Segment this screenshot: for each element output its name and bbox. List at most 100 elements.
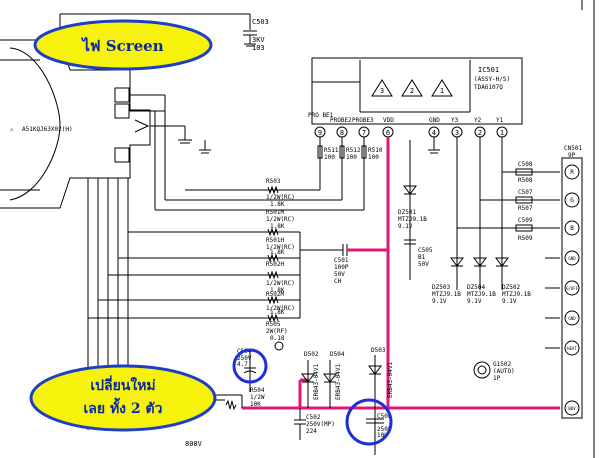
- dz504-ref: DZ504: [467, 284, 485, 291]
- pin-name-4: GND: [429, 117, 440, 124]
- r502h-ref: R502H: [266, 261, 284, 268]
- connector-pin-4: [564, 280, 580, 296]
- c501: C501 100P 50V CH: [300, 244, 349, 285]
- d504-part: ERB43-04V1: [335, 363, 342, 400]
- connector-pin-label-2: B: [570, 225, 574, 232]
- connector-pin-0: [564, 164, 580, 180]
- callout-replace-line1: เปลี่ยนใหม่: [90, 375, 155, 394]
- c502-ref: C502: [306, 414, 321, 421]
- crt-label: A51KQJ63X02(H): [22, 126, 73, 133]
- r502m-ref: R502M: [266, 291, 284, 298]
- crt-socket: A51KQJ63X02(H) ⚠: [0, 39, 192, 430]
- g1502-ref: G1502: [493, 361, 511, 368]
- r508-ref: R508: [518, 177, 533, 184]
- r503-ref: R503: [266, 178, 281, 185]
- c502-l1: 250V(MP): [306, 421, 335, 428]
- r511-val: 100: [324, 154, 335, 161]
- amp-3: [371, 79, 393, 97]
- c503-value: 103: [252, 44, 265, 52]
- r501m-l2: 1.8K: [270, 223, 285, 230]
- amp-2: [401, 79, 423, 97]
- pin-1: 1: [500, 129, 504, 137]
- pin-3: 3: [455, 129, 459, 137]
- r504-l1: 1/2W: [250, 394, 265, 401]
- pin-4: 4: [432, 129, 436, 137]
- warning-icon: ⚠: [10, 126, 14, 133]
- pin-name-6: VDD: [383, 117, 394, 124]
- dz502-ref: DZ502: [502, 284, 520, 291]
- pin-2: 2: [478, 129, 482, 137]
- connector-pin-label-6: HEAT: [567, 346, 577, 351]
- ic-sub: (ASSY-H/S): [474, 76, 510, 83]
- c506-l2: 10U: [377, 432, 388, 439]
- r502m-l2: 1.8K: [270, 309, 285, 316]
- r501m-l1: 1/2W(RC): [266, 216, 295, 223]
- r502h-l2: 1.8K: [270, 287, 285, 294]
- connector-pin-6: [564, 340, 580, 356]
- r507-ref: R507: [518, 205, 533, 212]
- amp-1-label: 1: [440, 87, 444, 95]
- r502m-l1: 1/2W(RC): [266, 305, 295, 312]
- vdd-highlight-wire: [242, 137, 560, 410]
- pin-name-9: PRO BE1: [308, 112, 334, 119]
- r505-l2: 0.18: [270, 335, 285, 342]
- dz501-c505: DZ501 MTZJ9.1B 9.1V C505 B1 50V: [398, 140, 433, 280]
- d504-ref: D504: [330, 351, 345, 358]
- callout-replace-line2: เลย ทั้ง 2 ตัว: [84, 397, 163, 417]
- c503-ref: C503: [252, 18, 269, 26]
- r503-l1: 1/2W(RC): [266, 194, 295, 201]
- c503-voltage: 3KV: [252, 36, 265, 44]
- g1502-l1: (AUTO): [493, 368, 515, 375]
- r512-val: 100: [346, 154, 357, 161]
- diodes: D502 D504 D503 ERB43-04V1 ERB43-04V1 ERB…: [301, 347, 394, 408]
- highlight-circle-c504: [232, 348, 268, 384]
- cn501-ref: CN501: [564, 145, 582, 152]
- callout-replace: เปลี่ยนใหม่ เลย ทั้ง 2 ตัว: [29, 364, 217, 432]
- r503-l2: 1.8K: [270, 201, 285, 208]
- r501h-l2: 1.8K: [270, 249, 285, 256]
- d502-part: ERB43-04V1: [313, 363, 320, 400]
- right-zeners: DZ503 MTZJ9.1B 9.1V DZ504 MTZJ9.1B 9.1V …: [432, 137, 531, 305]
- pin-name-3: Y3: [451, 117, 459, 124]
- pin-name-2: Y2: [474, 117, 482, 124]
- r509-ref: R509: [518, 235, 533, 242]
- c501-l1: 100P: [334, 264, 349, 271]
- callout-screen: ไฟ Screen: [33, 19, 213, 71]
- c506-ref: C506: [377, 413, 392, 420]
- connector-pin-2: [564, 220, 580, 236]
- c507-ref: C507: [518, 189, 533, 196]
- r505-l1: 2W(RF): [266, 328, 288, 335]
- dz503-l2: 9.1V: [432, 298, 447, 305]
- amp-2-label: 2: [410, 87, 414, 95]
- callout-screen-text: ไฟ Screen: [80, 36, 163, 55]
- dz501-l1: MTZJ9.1B: [398, 216, 427, 223]
- label-800v: 800V: [185, 440, 203, 448]
- dz502-l1: MTZJ9.1B: [502, 291, 531, 298]
- r504-ref: R504: [250, 387, 265, 394]
- c501-l2: 50V: [334, 271, 345, 278]
- connector-pin-label-1: G: [570, 197, 574, 204]
- r511-ref: R511: [324, 147, 339, 154]
- pin-name-7: PROBE3: [352, 117, 374, 124]
- r505-ref: R505: [266, 321, 281, 328]
- pin-6: 6: [386, 129, 390, 137]
- dz503-l1: MTZJ9.1B: [432, 291, 461, 298]
- r502h-l1: 1/2W(RC): [266, 280, 295, 287]
- ground-symbols: [199, 140, 211, 154]
- c505-ref: C505: [418, 247, 433, 254]
- c505-l2: 50V: [418, 261, 429, 268]
- c505-l1: B1: [418, 254, 426, 261]
- connector-pin-7: [564, 400, 580, 416]
- r510-val: 100: [368, 154, 379, 161]
- connector-pin-label-4: G/OFF: [566, 286, 579, 291]
- dz504-l1: MTZJ9.1B: [467, 291, 496, 298]
- probe-resistors: R511 100 R512 100 R510 100: [317, 137, 383, 210]
- connector-pin-3: [564, 250, 580, 266]
- r512-ref: R512: [346, 147, 361, 154]
- r501h-l1: 1/2W(RC): [266, 244, 295, 251]
- dz504-l2: 9.1V: [467, 298, 482, 305]
- r501h-ref: R501H: [266, 237, 284, 244]
- d502-ref: D502: [304, 351, 319, 358]
- g1502: G1502 (AUTO) 1P: [473, 361, 515, 382]
- pin-9: 9: [318, 129, 322, 137]
